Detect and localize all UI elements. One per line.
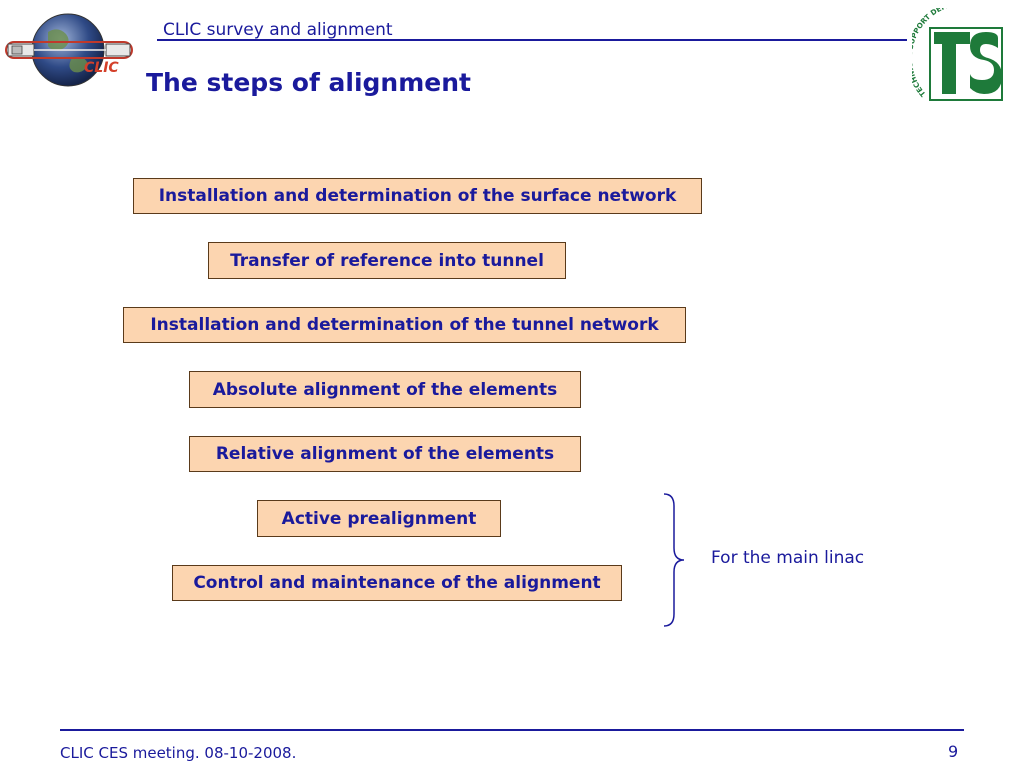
footer-rule [60,729,964,731]
step-relative-alignment: Relative alignment of the elements [189,436,581,472]
step-control-maintenance: Control and maintenance of the alignment [172,565,622,601]
footer-meeting: CLIC CES meeting. 08-10-2008. [60,744,297,762]
brace-note: For the main linac [711,548,865,568]
header-rule [157,39,907,41]
page-number: 9 [948,742,959,761]
clic-logo-text: CLIC [84,60,119,76]
step-transfer-reference: Transfer of reference into tunnel [208,242,566,279]
clic-logo: CLIC [5,13,133,87]
step-absolute-alignment: Absolute alignment of the elements [189,371,581,408]
ts-department-logo: TECHNICAL SUPPORT DEPARTMENT [912,8,1003,101]
curly-brace [663,493,685,627]
step-surface-network: Installation and determination of the su… [133,178,702,214]
slide-title: The steps of alignment [146,68,471,97]
step-tunnel-network: Installation and determination of the tu… [123,307,686,343]
step-active-prealignment: Active prealignment [257,500,501,537]
header-label: CLIC survey and alignment [163,20,393,40]
